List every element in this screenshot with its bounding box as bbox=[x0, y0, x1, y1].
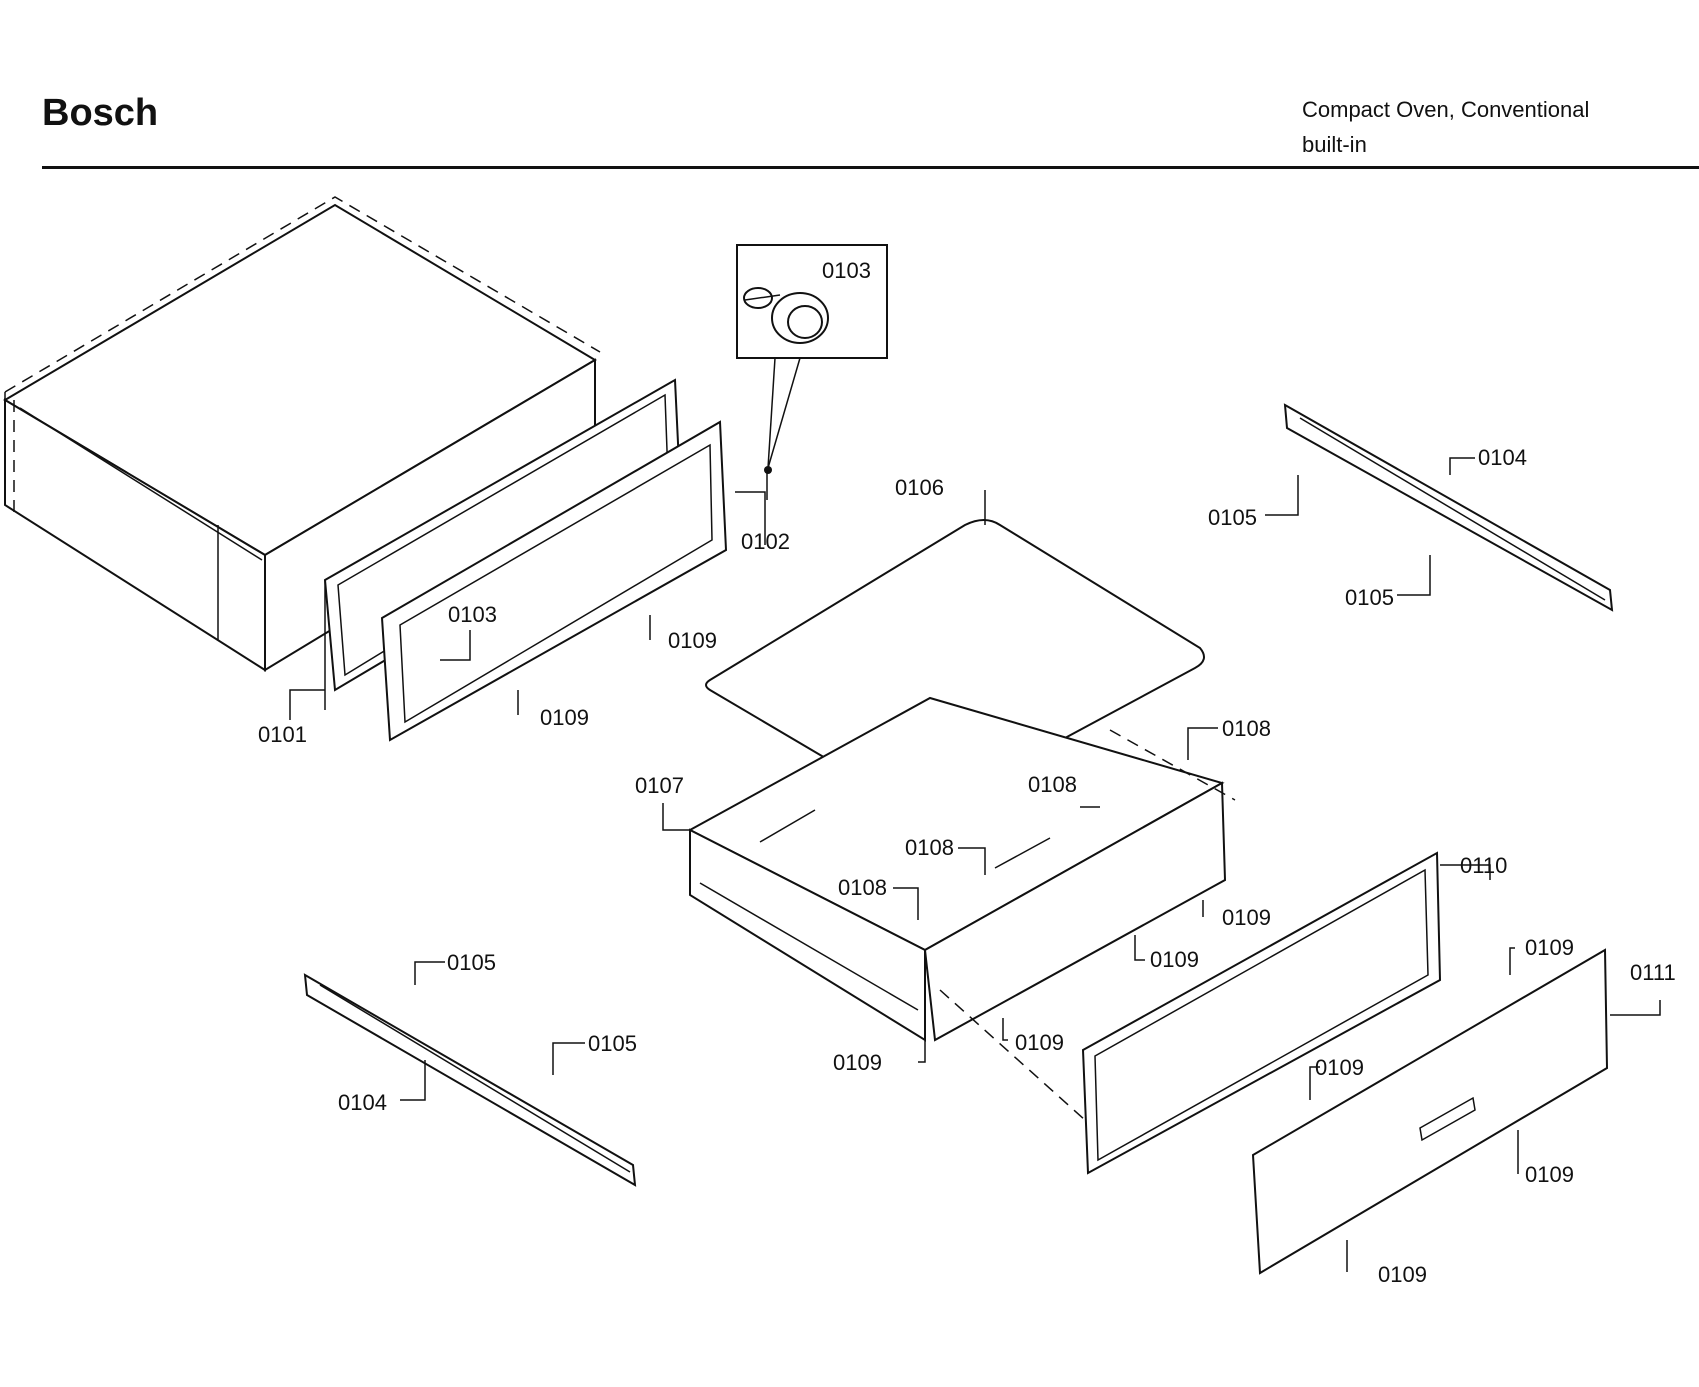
callout-0105-l1: 0105 bbox=[447, 950, 496, 975]
diagram-subtitle: Compact Oven, Conventional built-in bbox=[1302, 92, 1589, 162]
callout-0109-p1: 0109 bbox=[1525, 935, 1574, 960]
callout-0109-d3: 0109 bbox=[1015, 1030, 1064, 1055]
rail-0104-left bbox=[303, 973, 637, 1187]
callout-0105-r1: 0105 bbox=[1208, 505, 1257, 530]
callout-0111: 0111 bbox=[1630, 960, 1676, 985]
guide-line bbox=[939, 989, 1086, 1121]
callout-0109-p3: 0109 bbox=[1525, 1162, 1574, 1187]
callout-0101: 0101 bbox=[258, 722, 307, 747]
callout-0109-p4: 0109 bbox=[1378, 1262, 1427, 1287]
oven-housing bbox=[3, 196, 601, 672]
callout-0104-right: 0104 bbox=[1478, 445, 1527, 470]
brand-logo: Bosch bbox=[42, 92, 159, 134]
front-panel-0111 bbox=[1251, 948, 1609, 1275]
callout-0109-f1: 0109 bbox=[668, 628, 717, 653]
callout-0102: 0102 bbox=[741, 529, 790, 554]
callout-0109-d1: 0109 bbox=[1222, 905, 1271, 930]
callout-0104-left: 0104 bbox=[338, 1090, 387, 1115]
callout-0109-f2: 0109 bbox=[540, 705, 589, 730]
front-frame-0110 bbox=[1081, 851, 1442, 1175]
callout-0109-d4: 0109 bbox=[833, 1050, 882, 1075]
glass-plate-0106 bbox=[705, 519, 1205, 812]
rail-0104-right bbox=[1283, 403, 1614, 612]
callout-0110: 0110 bbox=[1460, 853, 1507, 878]
callout-0103-inset: 0103 bbox=[822, 258, 871, 283]
leader-lines bbox=[289, 457, 1661, 1272]
callout-0109-d2: 0109 bbox=[1150, 947, 1199, 972]
callout-0106: 0106 bbox=[895, 475, 944, 500]
callout-0108-c: 0108 bbox=[905, 835, 954, 860]
callout-0105-l2: 0105 bbox=[588, 1031, 637, 1056]
drawer-body-0107 bbox=[687, 696, 1227, 1042]
callout-0103-frame: 0103 bbox=[448, 602, 497, 627]
callout-0108-d: 0108 bbox=[838, 875, 887, 900]
callout-0108-a: 0108 bbox=[1222, 716, 1271, 741]
knob-inset bbox=[736, 244, 888, 474]
subtitle-line-2: built-in bbox=[1302, 132, 1367, 157]
callout-0107: 0107 bbox=[635, 773, 684, 798]
subtitle-line-1: Compact Oven, Conventional bbox=[1302, 97, 1590, 122]
callout-0109-p2: 0109 bbox=[1315, 1055, 1364, 1080]
callout-0108-b: 0108 bbox=[1028, 772, 1077, 797]
header-rule bbox=[42, 166, 1699, 169]
guide-line bbox=[1109, 729, 1236, 801]
callout-0105-r2: 0105 bbox=[1345, 585, 1394, 610]
